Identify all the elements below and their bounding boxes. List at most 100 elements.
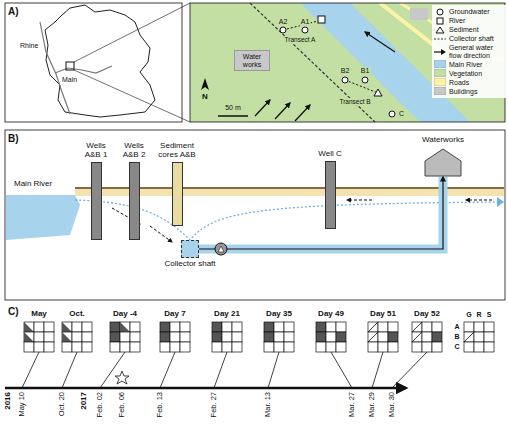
map-label: Transect A [284, 36, 317, 43]
zoom-line [74, 70, 190, 122]
map-label: C [398, 110, 405, 118]
well-column: Sediment cores A&B [154, 142, 200, 226]
legend-item: Roads [434, 78, 506, 86]
well-bar [172, 162, 183, 226]
site-box [66, 62, 74, 70]
legend-swatch [434, 69, 446, 77]
label: Oct. [69, 310, 85, 319]
legend-sample [434, 17, 446, 25]
legend-sample [434, 26, 446, 34]
sediment-symbol [218, 246, 224, 252]
legend-text: Groundwater [449, 8, 489, 16]
legend-sample [434, 69, 446, 77]
flow-arrow [150, 226, 172, 242]
river-section [6, 195, 80, 240]
legend-text: Collector shaft [449, 35, 494, 43]
legend-item: Collector shaft [434, 35, 506, 43]
label: Day -4 [113, 310, 137, 319]
label: S [487, 311, 492, 319]
shaft-box [181, 240, 199, 258]
map-frame [190, 3, 505, 122]
node-text: Waterworks [418, 136, 468, 145]
legend-item: Vegetation [434, 69, 506, 77]
sample-grids [22, 322, 494, 388]
node-text: Well C [312, 150, 348, 159]
legend-text: Main River [449, 61, 482, 69]
flow-arrow [347, 200, 372, 201]
map-label: A) [8, 6, 19, 17]
water-level-mark [497, 197, 504, 207]
legend-sample [434, 87, 446, 95]
node-text: Wells A&B 2 [116, 142, 152, 160]
label: C [454, 343, 459, 351]
legend-text: Sediment [449, 26, 479, 34]
section-frame [5, 130, 505, 300]
germany-outline [45, 5, 155, 117]
label: 2016 [4, 392, 13, 410]
date-label: Mar. 13 [264, 392, 272, 417]
node-text: Collector shaft [160, 260, 220, 269]
legend-sample [434, 35, 446, 43]
well-column: Well C [312, 150, 348, 229]
legend-text: Roads [449, 79, 469, 87]
legend-item: General water flow direction [434, 44, 506, 59]
pipe-connector [199, 177, 443, 249]
label: 2017 [80, 392, 89, 410]
legend-item: River [434, 17, 506, 25]
label: May [31, 310, 47, 319]
label: A [454, 323, 459, 331]
date-label: Oct. 20 [58, 392, 66, 416]
label: Day 49 [318, 310, 344, 319]
label: Day 7 [164, 310, 185, 319]
label: G [466, 311, 471, 319]
map-label: Transect B [338, 98, 371, 105]
legend-swatch [434, 87, 446, 95]
legend: GroundwaterRiverSedimentCollector shaftG… [432, 5, 508, 98]
label: Day 35 [266, 310, 292, 319]
legend-item: Groundwater [434, 8, 506, 16]
label: B) [8, 133, 19, 144]
label: Main River [14, 180, 52, 189]
timeline [5, 387, 406, 390]
legend-text: Vegetation [449, 70, 482, 78]
map-label: N [202, 93, 208, 102]
label: C) [8, 306, 19, 317]
date-label: Mar. 30 [388, 392, 396, 417]
waterworks-building: Waterworks [418, 136, 468, 177]
map-label: B1 [360, 67, 371, 75]
legend-item: Buildings [434, 87, 506, 95]
building-area: Water works [234, 50, 270, 71]
map-label: 50 m [225, 104, 241, 112]
start-star [115, 371, 129, 384]
zoom-line [74, 3, 190, 62]
label: B [454, 333, 459, 341]
legend-sample [434, 8, 446, 16]
date-label: Mar. 29 [368, 392, 376, 417]
well-column: Wells A&B 1 [78, 142, 114, 240]
main-river [55, 66, 112, 73]
map-label: A2 [278, 18, 289, 26]
collector-shaft: Collector shaft [160, 240, 220, 269]
map-label: Rhine [20, 42, 38, 50]
sediment-sampling-point [215, 243, 227, 255]
well-bar [129, 162, 140, 240]
label: Day 21 [214, 310, 240, 319]
date-label: May 10 [18, 392, 26, 417]
node-text: Sediment cores A&B [154, 142, 200, 160]
legend-text: Buildings [449, 88, 477, 96]
legend-text: River [449, 17, 465, 25]
date-label: Feb. 27 [210, 392, 218, 417]
legend-swatch [434, 60, 446, 68]
legend-item: Main River [434, 60, 506, 68]
legend-text: General water flow direction [449, 44, 506, 59]
map-label: Main [62, 76, 77, 84]
site-map [190, 3, 505, 122]
well-bar [325, 161, 336, 229]
date-label: Feb. 13 [156, 392, 164, 417]
label: R [476, 311, 481, 319]
map-label: A1 [300, 18, 311, 26]
house-shape [423, 147, 463, 177]
legend-item: Sediment [434, 26, 506, 34]
legend-sample [434, 60, 446, 68]
node-text: Wells A&B 1 [78, 142, 114, 160]
